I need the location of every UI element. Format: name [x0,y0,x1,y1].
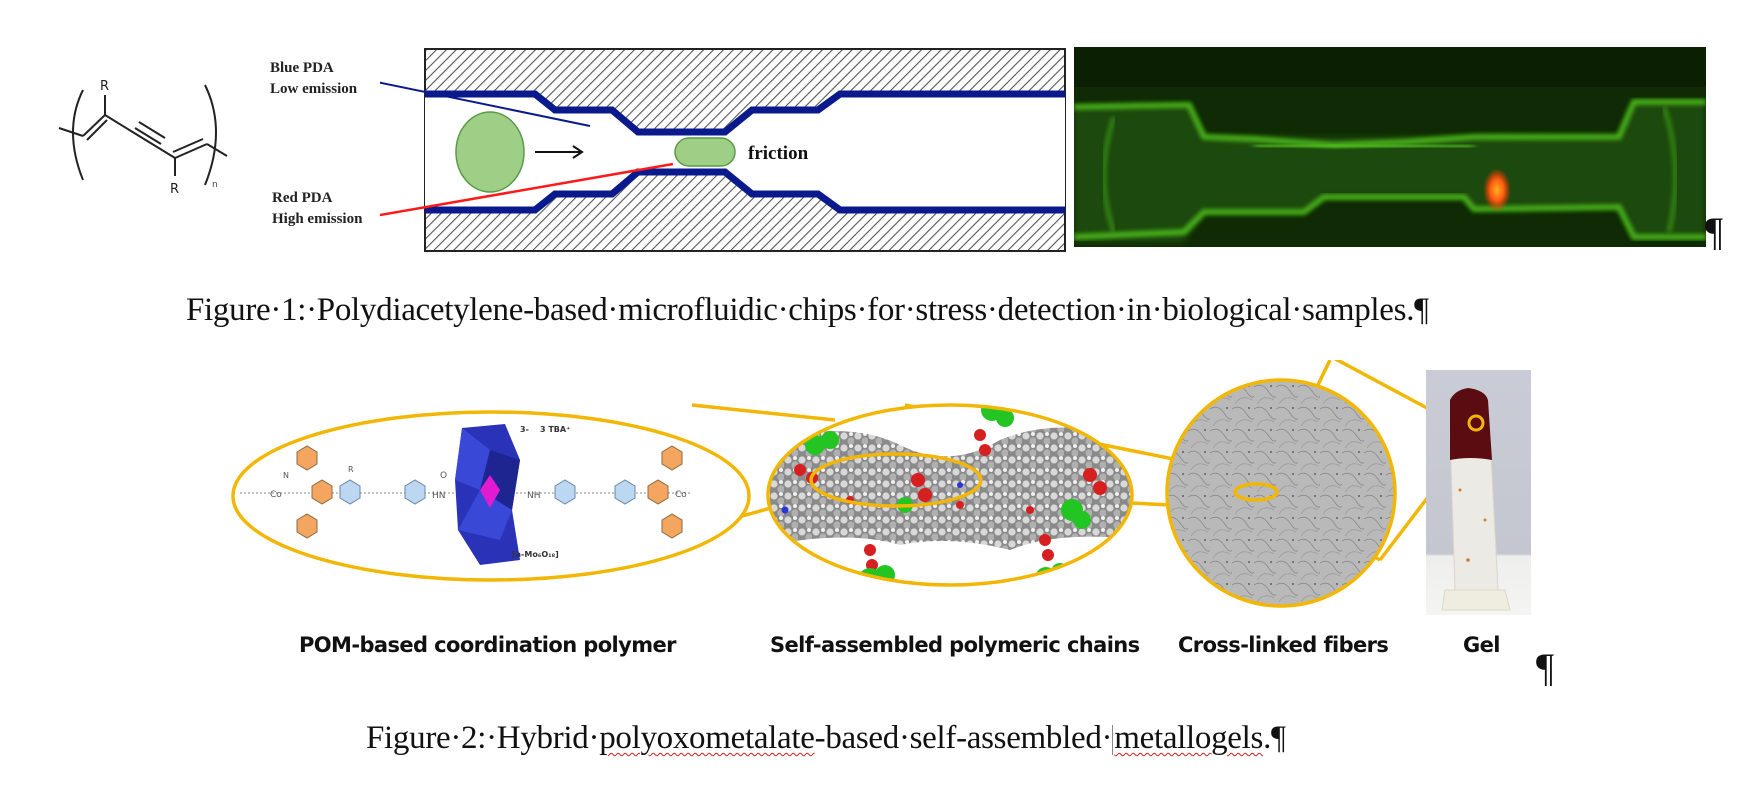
paragraph-mark-figure2-image: ¶ [1536,645,1555,690]
microfluidic-schematic: friction [380,48,1066,252]
blue-pda-pointer [380,81,591,127]
substituent-r-top: R [100,79,109,94]
flow-arrow-icon [535,145,584,159]
amide-left: HN [432,491,446,501]
panel-label-fibers: Cross-linked fibers [1178,633,1389,657]
carbonyl-oxygen: O [440,471,447,481]
benzene-ring [404,479,426,505]
panel-label-pom: POM-based coordination polymer [299,633,677,657]
text-cursor [1112,725,1114,756]
red-pda-pointer [380,162,674,217]
chains-inner-ellipse [809,452,983,508]
repeat-subscript: n [212,180,218,190]
bracket-right [204,84,217,186]
figure1-caption[interactable]: Figure·1:·Polydiacetylene-based·microflu… [186,292,1429,328]
metal-left: Co [270,490,282,500]
charge-label: 3- [520,425,529,434]
pom-center [480,475,500,508]
cell-squeezed [674,137,736,167]
pyridine-rings-left [296,445,333,539]
pda-structure: R R n [58,79,228,197]
caption-text: .¶ [1263,720,1286,756]
figure2-caption[interactable]: Figure·2:·Hybrid·polyoxometalate-based·s… [366,720,1286,757]
amide-right: NH [527,491,541,501]
pyridine-rings-right [647,445,683,539]
channel [425,94,1065,210]
benzene-ring [614,479,636,505]
panel-label-chains: Self-assembled polymeric chains [770,633,1140,657]
cluster-formula: [a-Mo₆O₁₈] [512,550,559,559]
substituent-r: R [348,465,354,474]
pom-cluster-icon [455,424,520,565]
red-pda-label-line2: High emission [272,211,363,227]
substituent-r-bottom: R [170,182,179,197]
cell-large [455,111,525,193]
blue-pda-label: Blue PDA Low emission [270,58,357,100]
counterion-label: 3 TBA⁺ [540,425,570,434]
benzene-ring [554,479,576,505]
fibers-inner-ellipse [1233,482,1279,502]
paragraph-mark-figure1-image: ¶ [1705,209,1724,254]
spelling-error-word[interactable]: metallogels [1114,720,1264,756]
chains-callout-ellipse [766,403,1134,587]
fibers-image [1167,380,1395,606]
gel-plug [1450,388,1492,460]
panel-label-gel: Gel [1463,633,1500,657]
stress-hotspot [1483,168,1511,212]
metal-right: Co [675,490,687,500]
caption-text: -based·self-assembled· [814,720,1113,756]
blue-pda-label-line1: Blue PDA [270,60,334,76]
gel-photo [1426,370,1531,615]
friction-label: friction [748,143,809,164]
gel-callout-circle [1467,414,1485,432]
fibers-callout-circle [1165,378,1397,608]
caption-text: Figure·2:·Hybrid· [366,720,600,756]
figure2-illustration: Co Co N R HN NH O 3- 3 TBA⁺ [a-Mo₆O₁₈] [231,360,1531,615]
fluorescence-micrograph [1074,47,1706,247]
polymeric-chains-image [768,405,1132,585]
blue-pda-label-line2: Low emission [270,81,358,97]
spelling-error-word[interactable]: polyoxometalate [599,720,815,756]
nitrogen-label: N [283,471,289,480]
benzene-ring [339,479,361,505]
red-pda-label-line1: Red PDA [272,190,333,206]
pom-molecule: Co Co N R HN NH O 3- 3 TBA⁺ [a-Mo₆O₁₈] [240,424,690,565]
red-pda-label: Red PDA High emission [272,188,362,230]
